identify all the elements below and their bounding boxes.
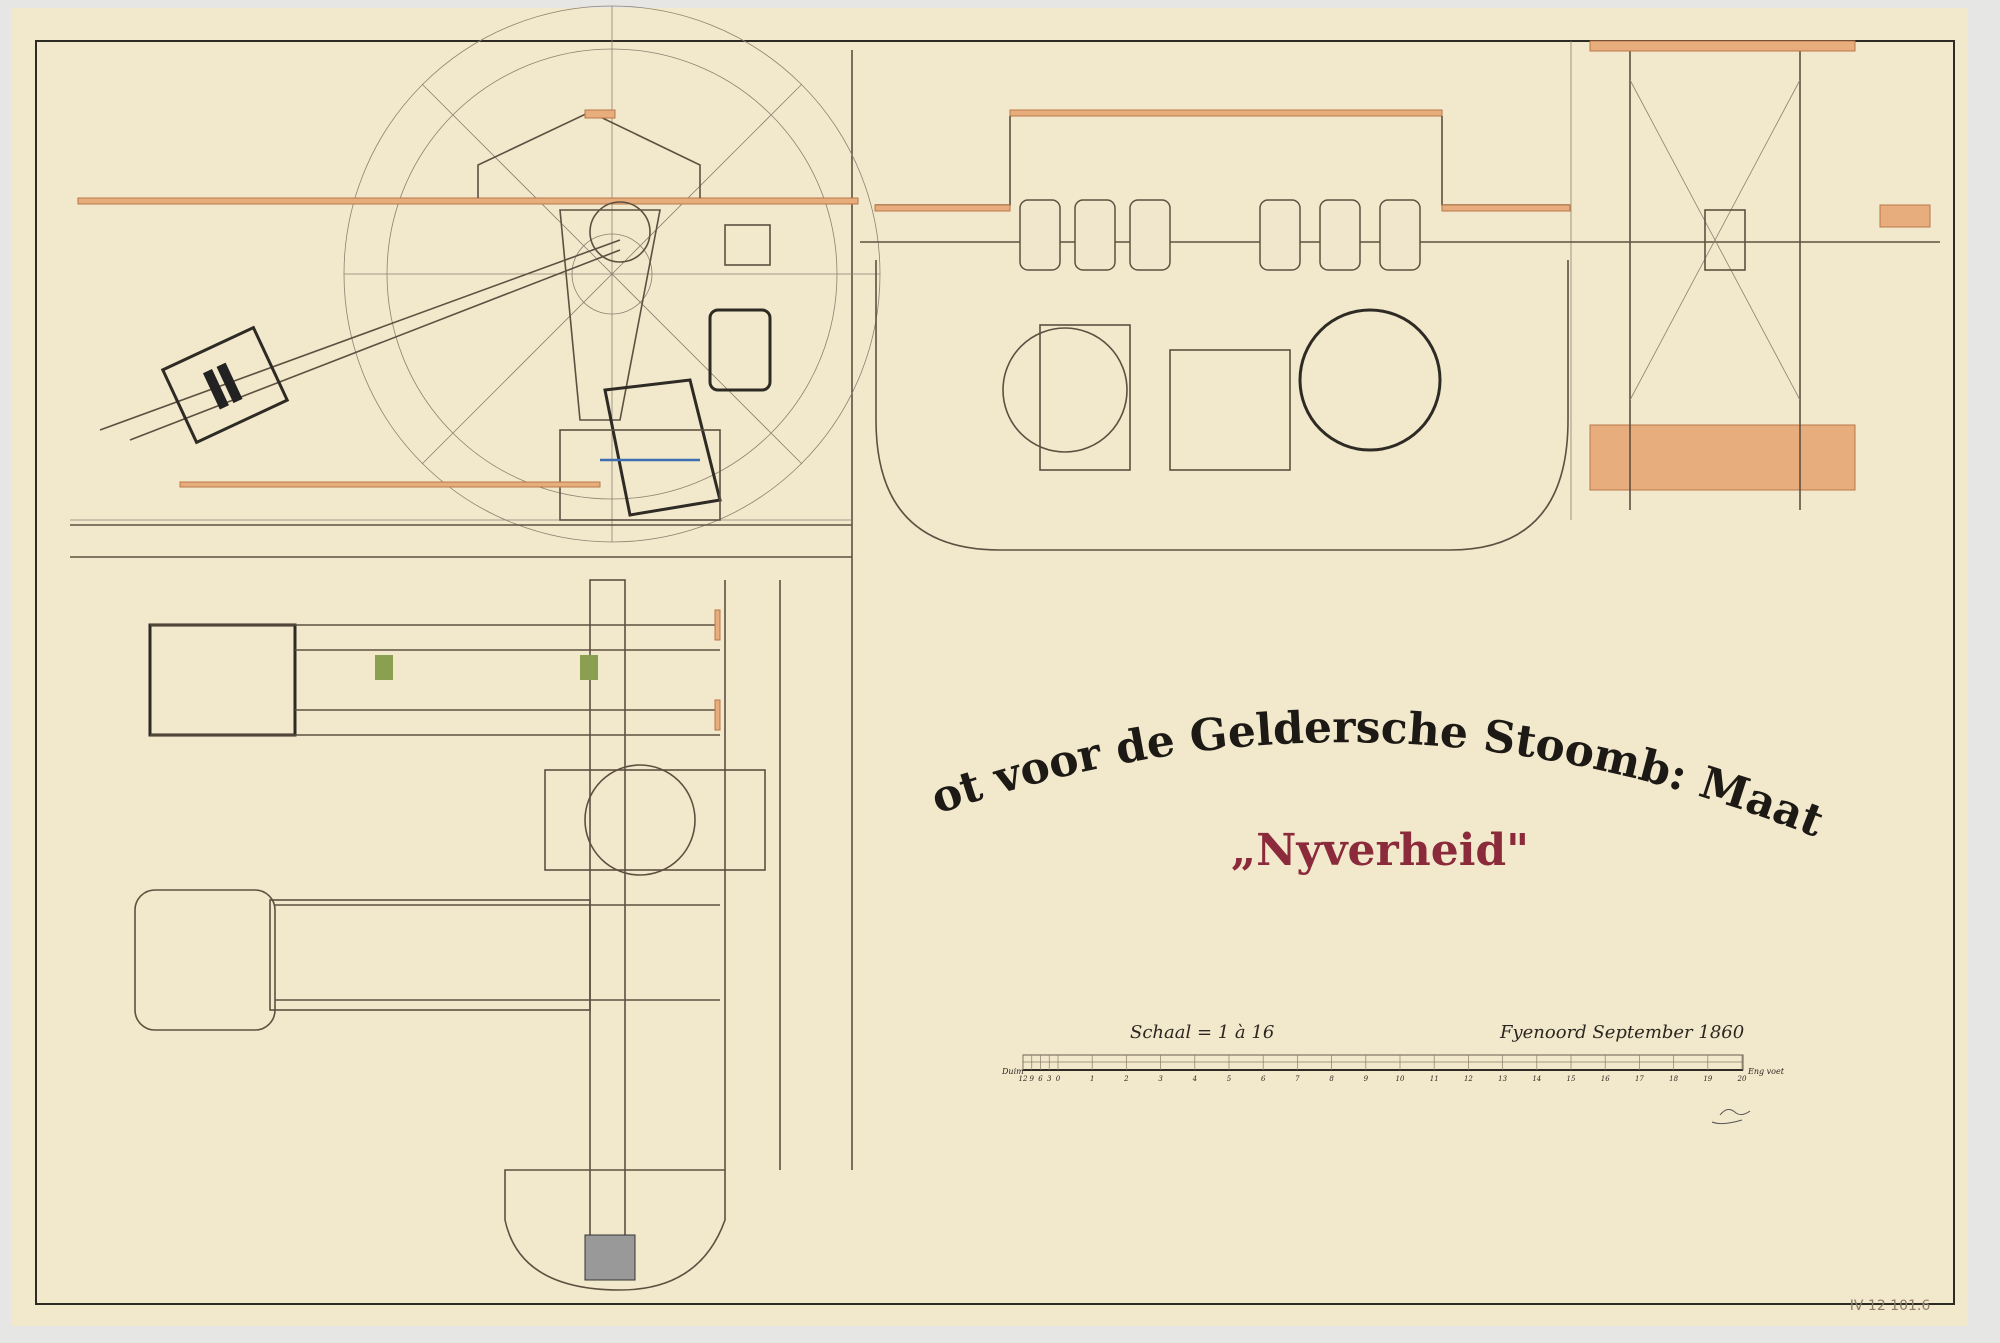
scale-tick-label: 11	[1430, 1075, 1439, 1083]
scale-tick-label: 6	[1038, 1075, 1043, 1083]
scale-tick-label: 10	[1396, 1075, 1405, 1083]
scale-tick-label: 6	[1261, 1075, 1266, 1083]
view-dividers	[70, 41, 1572, 1170]
scale-tick-label: 1	[1090, 1075, 1094, 1083]
scale-tick-label: 9	[1364, 1075, 1369, 1083]
scale-unit-right: Eng voet	[1747, 1067, 1785, 1076]
scale-tick-label: 9	[1030, 1075, 1035, 1083]
drawing-border	[35, 40, 1955, 1305]
scale-tick-label: 13	[1498, 1075, 1507, 1083]
scale-tick-label: 3	[1158, 1075, 1163, 1083]
scale-tick-label: 4	[1192, 1075, 1197, 1083]
scale-tick-label: 2	[1123, 1075, 1129, 1083]
scale-tick-label: 20	[1737, 1075, 1747, 1083]
ship-name: „Nyverheid"	[1231, 825, 1529, 876]
side-elevation-view	[70, 5, 881, 543]
scale-tick-label: 5	[1227, 1075, 1232, 1083]
signature-mark	[1711, 1109, 1751, 1125]
scale-tick-label: 17	[1635, 1075, 1644, 1083]
scale-label: Schaal = 1 à 16	[1130, 1022, 1274, 1043]
scale-tick-label: 7	[1295, 1075, 1300, 1083]
scale-tick-label: 12	[1019, 1075, 1028, 1083]
archive-mark: IV 12 101.6	[1850, 1298, 1931, 1314]
scale-tick-label: 3	[1047, 1075, 1052, 1083]
scale-unit-left: Duim	[1001, 1067, 1024, 1076]
scale-tick-label: 0	[1056, 1075, 1061, 1083]
plan-view	[134, 579, 781, 1291]
place-date: Fyenoord September 1860	[1499, 1022, 1744, 1043]
scale-tick-label: 15	[1567, 1075, 1576, 1083]
scale-tick-label: 19	[1703, 1075, 1712, 1083]
cross-section-view	[860, 40, 1940, 551]
scale-tick-label: 12	[1464, 1075, 1473, 1083]
paper-sheet	[12, 8, 1968, 1326]
scale-tick-label: 8	[1329, 1075, 1334, 1083]
scale-tick-label: 14	[1532, 1075, 1541, 1083]
scale-tick-label: 16	[1601, 1075, 1610, 1083]
scale-tick-label: 18	[1669, 1075, 1678, 1083]
